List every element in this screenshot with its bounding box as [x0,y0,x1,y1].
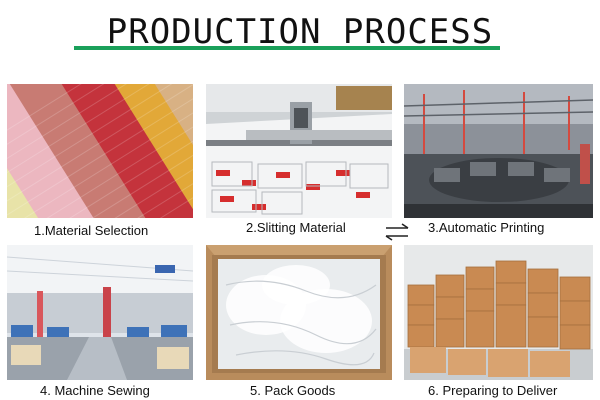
step-1-label: 1.Material Selection [34,223,149,238]
step-2-label: 2.Slitting Material [246,220,346,235]
cutting-machine-photo [206,84,392,218]
sewing-workshop-photo [7,245,193,380]
step-4-label: 4. Machine Sewing [40,383,150,398]
swap-arrows-icon [385,223,409,241]
step-3-label: 3.Automatic Printing [428,220,545,235]
title-underline [74,46,500,50]
step-6-label: 6. Preparing to Deliver [428,383,558,398]
packed-box-photo [206,245,392,380]
fabric-rolls-photo [7,84,193,218]
printing-factory-photo [404,84,593,218]
step-5-label: 5. Pack Goods [250,383,336,398]
carton-stack-photo [404,245,593,380]
page-title: PRODUCTION PROCESS [106,12,494,52]
